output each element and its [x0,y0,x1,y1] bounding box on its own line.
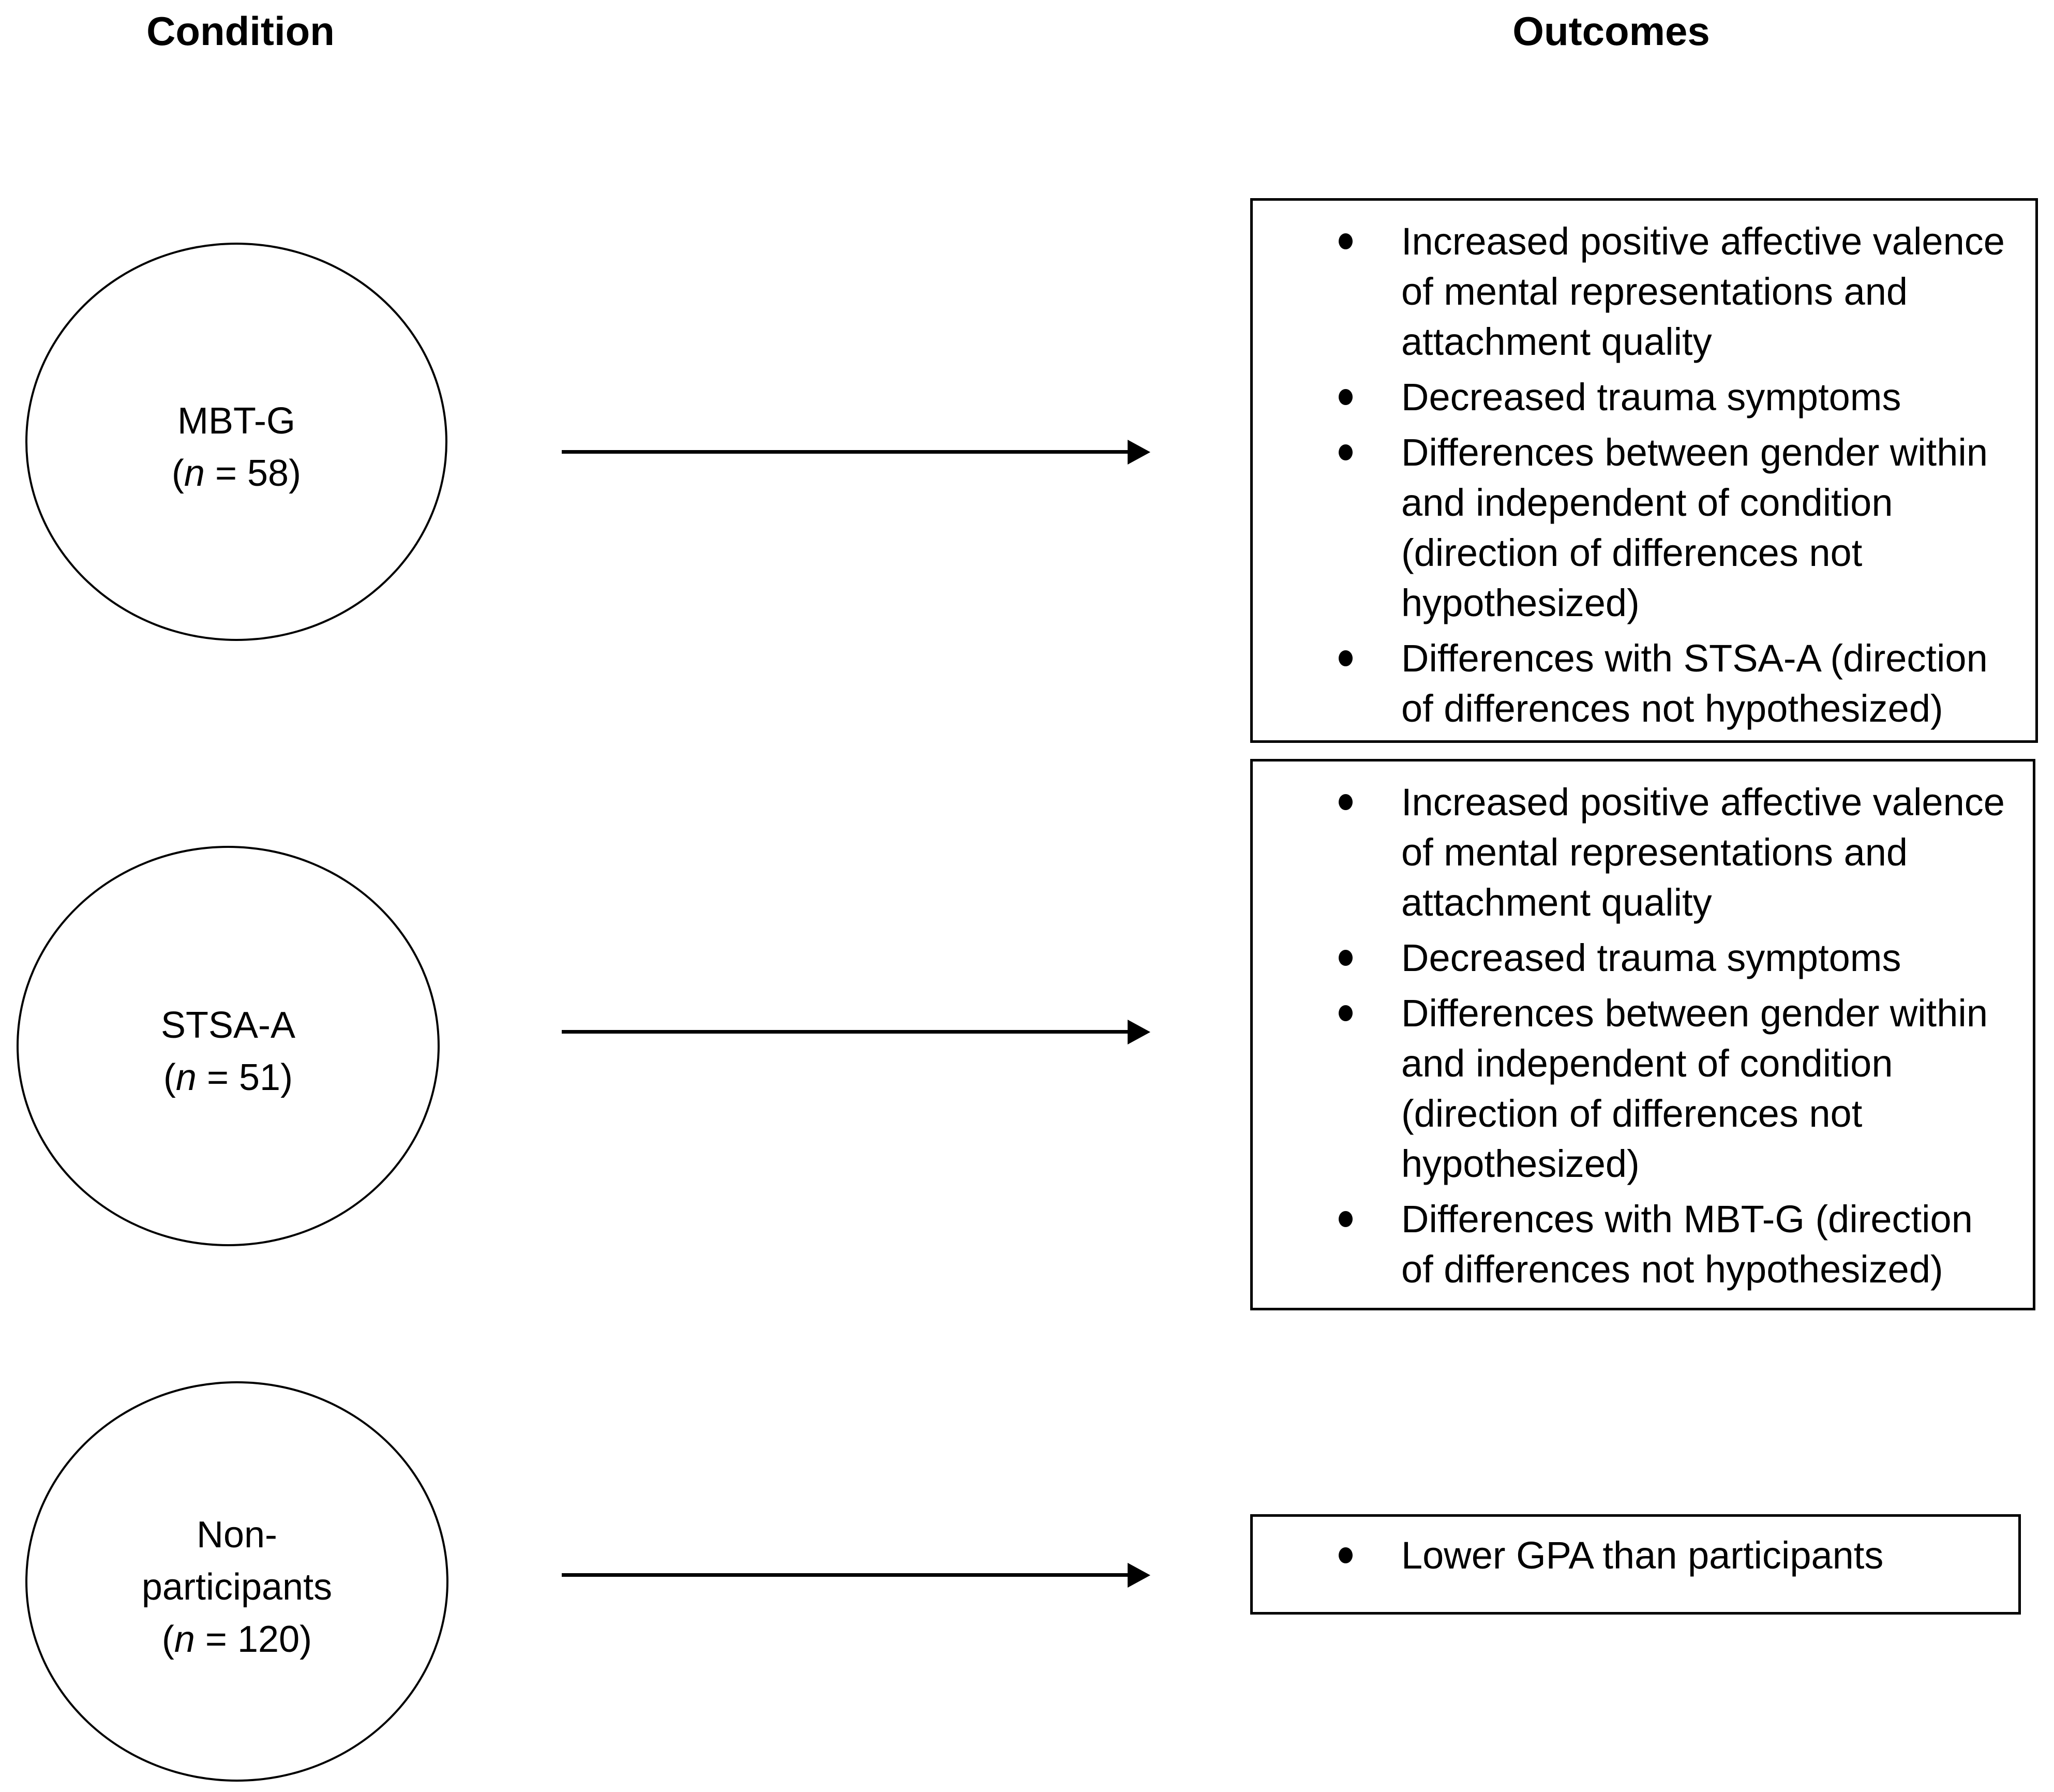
sample-value: = 51) [196,1057,293,1098]
arrow-head-icon [1128,440,1150,465]
condition-circle-mbtg: MBT-G (n = 58) [25,243,447,641]
outcome-text: Decreased trauma symptoms [1401,936,1901,979]
outcome-text: Differences with STSA-A (direction of di… [1401,637,1988,730]
outcomes-list: Lower GPA than participants [1253,1517,2018,1580]
condition-name: STSA-A [160,1005,296,1046]
bullet-icon [1339,389,1353,405]
outcome-item: Lower GPA than participants [1253,1530,2008,1580]
outcomes-list: Increased positive affective valence of … [1253,201,2035,734]
outcome-text: Differences between gender within and in… [1401,992,1988,1185]
condition-name: Non- participants [141,1514,333,1608]
arrow-shaft [562,1030,1130,1034]
condition-sample-size: (n = 58) [172,447,301,500]
arrow-shaft [562,1573,1130,1577]
outcome-item: Differences between gender within and in… [1253,427,2025,628]
bullet-icon [1339,1547,1353,1563]
bullet-icon [1339,794,1353,810]
bullet-icon [1339,233,1353,249]
condition-label: Non- participants (n = 120) [142,1509,332,1666]
outcome-item: Differences with STSA-A (direction of di… [1253,633,2025,734]
condition-sample-size: (n = 120) [142,1614,332,1666]
outcomes-box-stsaa: Increased positive affective valence of … [1250,759,2035,1310]
arrow-head-icon [1128,1563,1150,1588]
condition-column-header: Condition [146,8,335,54]
outcomes-list: Increased positive affective valence of … [1253,761,2033,1294]
n-symbol: n [184,453,205,494]
outcome-text: Differences with MBT-G (direction of dif… [1401,1198,1973,1291]
condition-circle-stsaa: STSA-A (n = 51) [17,846,440,1246]
bullet-icon [1339,650,1353,666]
bullet-icon [1339,950,1353,966]
outcome-text: Increased positive affective valence of … [1401,781,2005,924]
bullet-icon [1339,1211,1353,1227]
outcome-item: Differences between gender within and in… [1253,988,2022,1189]
outcomes-column-header: Outcomes [1512,8,1710,54]
outcome-text: Increased positive affective valence of … [1401,220,2005,363]
bullet-icon [1339,1005,1353,1021]
outcome-text: Differences between gender within and in… [1401,431,1988,624]
outcomes-box-nonparticipants: Lower GPA than participants [1250,1514,2021,1615]
condition-name: MBT-G [177,400,295,442]
paren-open: ( [171,453,184,494]
paren-open: ( [163,1057,176,1098]
condition-sample-size: (n = 51) [161,1052,295,1104]
sample-value: = 120) [194,1618,312,1660]
arrow-head-icon [1128,1020,1150,1044]
n-symbol: n [174,1618,195,1660]
n-symbol: n [175,1057,197,1098]
outcome-item: Increased positive affective valence of … [1253,216,2025,367]
outcome-text: Decreased trauma symptoms [1401,376,1901,419]
condition-label: STSA-A (n = 51) [161,999,295,1104]
sample-value: = 58) [204,453,302,494]
outcome-text: Lower GPA than participants [1401,1534,1884,1577]
outcome-item: Decreased trauma symptoms [1253,933,2022,983]
condition-circle-nonparticipants: Non- participants (n = 120) [25,1381,448,1782]
arrow-shaft [562,450,1130,454]
outcome-item: Increased positive affective valence of … [1253,777,2022,928]
paren-open: ( [161,1618,174,1660]
bullet-icon [1339,444,1353,460]
outcome-item: Differences with MBT-G (direction of dif… [1253,1194,2022,1294]
outcome-item: Decreased trauma symptoms [1253,372,2025,422]
condition-label: MBT-G (n = 58) [172,395,301,500]
outcomes-box-mbtg: Increased positive affective valence of … [1250,198,2038,743]
